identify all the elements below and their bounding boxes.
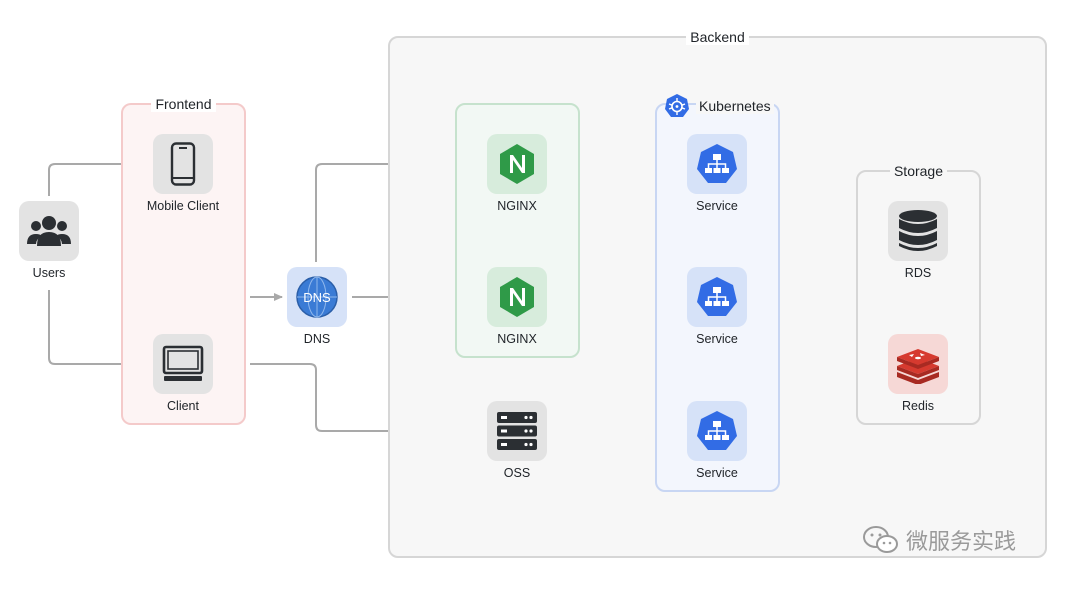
kubernetes-header: Kubernetes [664, 93, 774, 119]
node-users: Users [0, 201, 104, 280]
node-client: Client [128, 334, 238, 413]
oss-label: OSS [503, 466, 531, 480]
service-1-label: Service [696, 199, 738, 213]
kubernetes-title: Kubernetes [696, 98, 774, 114]
node-service-1: Service [662, 134, 772, 213]
redis-icon [897, 349, 939, 384]
arrow-dns-to-nginx-top [315, 160, 483, 262]
arrow-users-to-mobile [48, 160, 149, 196]
client-label: Client [167, 399, 199, 413]
users-icon [27, 216, 71, 246]
watermark: 微服务实践 [862, 524, 1016, 556]
redis-label: Redis [902, 399, 934, 413]
wechat-icon [863, 526, 898, 553]
backend-title: Backend [686, 29, 749, 45]
rds-label: RDS [904, 266, 932, 280]
node-dns: DNS DNS [262, 267, 372, 346]
database-icon [899, 210, 937, 251]
node-rds: RDS [863, 201, 973, 280]
service-3-label: Service [696, 466, 738, 480]
arrow-users-to-client [48, 290, 149, 368]
node-redis: Redis [863, 334, 973, 413]
node-nginx-2: NGINX [462, 267, 572, 346]
mobile-client-label: Mobile Client [146, 199, 220, 213]
node-service-3: Service [662, 401, 772, 480]
watermark-text: 微服务实践 [906, 529, 1017, 554]
service-2-label: Service [696, 332, 738, 346]
kubernetes-service-icon [697, 144, 737, 183]
frontend-title: Frontend [151, 96, 216, 112]
kubernetes-service-icon [697, 277, 737, 316]
storage-title: Storage [889, 163, 948, 179]
mobile-phone-icon [170, 142, 196, 186]
nginx-1-label: NGINX [497, 199, 537, 213]
kubernetes-icon [665, 94, 689, 117]
dns-label: DNS [303, 332, 331, 346]
node-oss: OSS [462, 401, 572, 480]
nginx-icon [500, 144, 534, 184]
server-rack-icon [497, 412, 537, 450]
node-mobile-client: Mobile Client [128, 134, 238, 213]
desktop-computer-icon [162, 345, 204, 381]
node-service-2: Service [662, 267, 772, 346]
nginx-2-label: NGINX [497, 332, 537, 346]
kubernetes-service-icon [697, 411, 737, 450]
users-label: Users [32, 266, 66, 280]
nginx-icon [500, 277, 534, 317]
dns-icon-text: DNS [303, 290, 331, 305]
node-nginx-1: NGINX [462, 134, 572, 213]
dns-globe-icon: DNS [296, 276, 338, 318]
arrow-client-to-oss [250, 363, 483, 435]
